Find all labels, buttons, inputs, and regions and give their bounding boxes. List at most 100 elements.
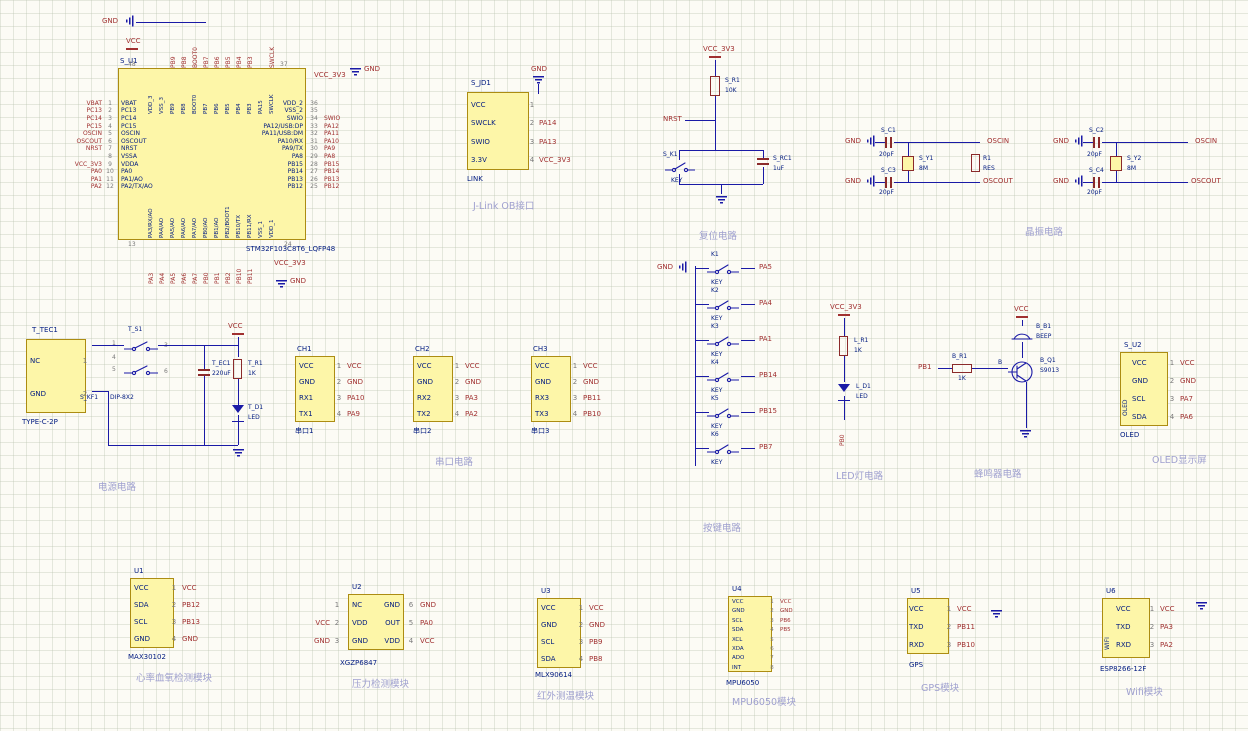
designator: K6 xyxy=(711,431,719,438)
designator: U1 xyxy=(134,567,144,575)
pin-name: VSS_1 xyxy=(257,221,264,238)
module-body[interactable] xyxy=(728,596,772,672)
jlink-connector-body[interactable] xyxy=(467,92,529,170)
value-label: 1K xyxy=(958,375,966,382)
net-label: PB3 xyxy=(246,56,254,68)
net-label: PB10 xyxy=(235,268,243,284)
serial-connector-body[interactable] xyxy=(531,356,571,422)
net-column xyxy=(157,26,168,68)
net-label: PB11 xyxy=(246,268,254,284)
pin-name: PB6 xyxy=(213,103,220,114)
crystal-icon[interactable] xyxy=(902,156,914,171)
led-icon[interactable] xyxy=(232,405,244,422)
module-body[interactable] xyxy=(130,578,174,648)
pin-name: PB2/BOOT1 xyxy=(224,206,231,238)
value-label: BEEP xyxy=(1036,333,1052,340)
pin-number: 1 xyxy=(171,584,177,592)
key-item: K6 KEY PB7 xyxy=(695,430,815,466)
serial-connector-body[interactable] xyxy=(413,356,453,422)
pin-name-row: VDD xyxy=(352,614,368,632)
gnd-icon xyxy=(716,196,727,204)
resistor-icon[interactable] xyxy=(839,336,848,356)
pin-row: SWCLK 2 PA14 xyxy=(471,115,595,134)
net-label: PA13 xyxy=(539,137,557,146)
pin-name: XDA xyxy=(732,645,744,652)
pin-column: PA3/RX/AO xyxy=(146,194,157,238)
net-label: PB9 xyxy=(169,56,177,68)
pin-name: PA8 xyxy=(291,152,303,160)
key-switch-icon[interactable] xyxy=(707,370,739,384)
pin-number: 3 xyxy=(171,618,177,626)
key-switch-icon[interactable] xyxy=(707,334,739,348)
switch-icon[interactable] xyxy=(124,363,158,377)
pin-number: 5 xyxy=(112,366,116,373)
pin-name: RX2 xyxy=(417,393,432,402)
value-label: 20pF xyxy=(1087,151,1102,158)
key-switch-icon[interactable] xyxy=(665,160,695,174)
pin-number: 1 xyxy=(112,340,116,347)
resistor-icon[interactable] xyxy=(952,364,972,373)
resistor-icon[interactable] xyxy=(233,359,242,379)
module-body[interactable] xyxy=(907,598,949,654)
pin-row: GND 2 GND xyxy=(535,374,627,390)
pin-name: VCC xyxy=(541,604,556,612)
capacitor-icon[interactable] xyxy=(885,137,892,148)
designator: S_U2 xyxy=(1124,341,1142,349)
pin-number: 3 xyxy=(164,343,168,349)
pin-number: 3 xyxy=(1169,394,1175,403)
net-label: VBAT xyxy=(86,99,102,107)
capacitor-icon[interactable] xyxy=(198,369,210,376)
pin-name: ADO xyxy=(732,655,745,662)
key-item: K5 KEY PB15 xyxy=(695,394,815,430)
pin-name: OSCIN xyxy=(121,130,140,138)
gps-module-block: U5 VCC 1 VCC TXD 2 PB11 RXD 3 PB10 GPS G… xyxy=(905,588,1030,694)
module-body[interactable] xyxy=(1102,598,1150,658)
pin-name: 3.3V xyxy=(471,156,487,165)
transistor-icon[interactable] xyxy=(1008,358,1036,386)
pin-number: 1 xyxy=(1149,604,1155,613)
gnd-icon xyxy=(1196,602,1207,610)
net-label: PC14 xyxy=(86,114,102,122)
resistor-icon[interactable] xyxy=(710,76,720,96)
typec-connector-body[interactable] xyxy=(26,339,86,413)
capacitor-icon[interactable] xyxy=(1093,177,1100,188)
pin-row: SCL 3 PB9 xyxy=(539,634,637,651)
gnd-icon xyxy=(866,175,875,187)
pin-name: VDD_3 xyxy=(147,95,154,114)
key-switch-icon[interactable] xyxy=(707,442,739,456)
pin-name: PB7 xyxy=(202,103,209,114)
net-label: PA2 xyxy=(90,183,102,191)
port-label: 串口1 xyxy=(295,427,314,435)
buzzer-icon[interactable] xyxy=(1010,326,1034,342)
pin-number: 12 xyxy=(106,183,114,191)
pin-row: RX3 3 PB11 xyxy=(535,390,627,406)
oled-connector-body[interactable] xyxy=(1120,352,1168,426)
part-name: GPS xyxy=(909,661,924,669)
pin-number: 3 xyxy=(572,393,578,402)
led-icon[interactable] xyxy=(838,384,850,401)
serial-connector: CH2 VCC 1 VCC GND 2 GND RX2 3 xyxy=(413,346,513,444)
crystal-icon[interactable] xyxy=(1110,156,1122,171)
net-label: PB4 xyxy=(235,56,243,68)
net-label: PA8 xyxy=(324,152,336,160)
net-label: OSCIN xyxy=(987,137,1010,145)
pin-name: RX1 xyxy=(299,393,314,402)
switch-icon[interactable] xyxy=(124,339,158,353)
pin-row: SDA 2 PB12 xyxy=(132,597,230,614)
key-switch-icon[interactable] xyxy=(707,406,739,420)
module-body[interactable] xyxy=(348,594,404,650)
key-switch-icon[interactable] xyxy=(707,298,739,312)
capacitor-icon[interactable] xyxy=(885,177,892,188)
resistor-icon[interactable] xyxy=(971,154,980,172)
gnd-icon xyxy=(1020,430,1031,438)
mcu-body[interactable] xyxy=(118,68,306,240)
max30102-module-block: U1 VCC 1 VCC SDA 2 PB12 SCL 3 PB13 GND 4… xyxy=(128,566,274,688)
serial-connector-body[interactable] xyxy=(295,356,335,422)
capacitor-icon[interactable] xyxy=(1093,137,1100,148)
key-switch-icon[interactable] xyxy=(707,262,739,276)
gnd-net-label: GND xyxy=(290,277,307,285)
capacitor-icon[interactable] xyxy=(757,158,769,165)
pin-name: VSSA xyxy=(121,152,137,160)
module-body[interactable] xyxy=(537,598,581,668)
pin-name: PA3/RX/AO xyxy=(147,208,154,238)
